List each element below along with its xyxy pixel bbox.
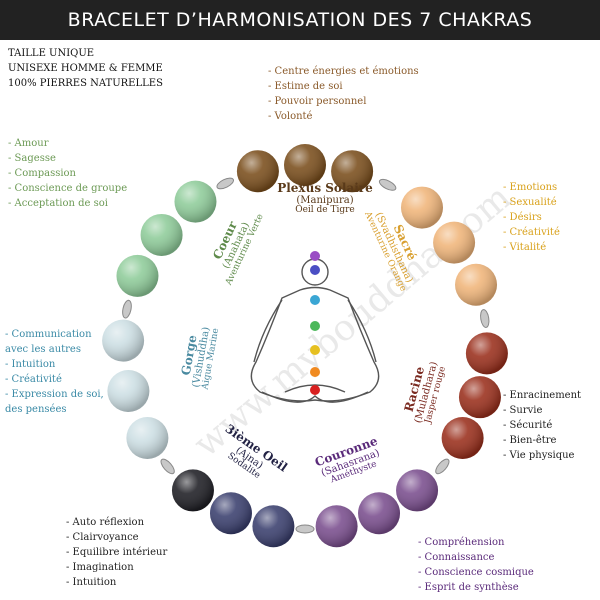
bead-highlight <box>455 263 498 306</box>
sacre-list-item: - Sexualité <box>503 197 557 208</box>
couronne-list-item: - Conscience cosmique <box>418 567 534 578</box>
product-info: TAILLE UNIQUE UNISEXE HOMME & FEMME 100%… <box>8 46 163 91</box>
coeur-list-item: - Conscience de groupe <box>8 183 128 194</box>
gorge-list-item: avec les autres <box>5 344 81 355</box>
bead-highlight <box>458 376 501 419</box>
coeur-list-item: - Sagesse <box>8 153 56 164</box>
plexus-list-item: - Estime de soi <box>268 81 343 92</box>
racine-list-item: - Enracinement <box>503 390 582 401</box>
plexus-list-item: - Pouvoir personnel <box>268 96 367 107</box>
bead-highlight <box>102 319 145 362</box>
chakra-throat-dot <box>310 295 320 305</box>
bead-highlight <box>171 469 214 512</box>
list-oeil: - Auto réflexion - Clairvoyance - Equilibr… <box>66 515 167 590</box>
racine-list-item: - Survie <box>503 405 543 416</box>
plexus-name: Plexus Solaire <box>277 181 373 195</box>
list-couronne: - Compréhension - Connaissance - Conscienc… <box>418 535 534 595</box>
bead-highlight <box>107 370 150 413</box>
bead-highlight <box>284 144 326 186</box>
gorge-list-item: - Créativité <box>5 374 62 385</box>
bead-highlight <box>252 505 295 548</box>
bead-highlight <box>209 492 252 535</box>
bead-highlight <box>396 469 439 512</box>
title-banner: BRACELET D’HARMONISATION DES 7 CHAKRAS <box>0 0 600 40</box>
racine-list-item: - Vie physique <box>503 450 575 461</box>
oeil-list-item: - Equilibre intérieur <box>66 547 168 558</box>
list-gorge: - Communication avec les autres - Intuitio… <box>5 327 104 417</box>
plexus-stone: Oeil de Tigre <box>295 205 355 216</box>
coeur-list-item: - Amour <box>8 138 49 149</box>
spacer-ring <box>378 178 397 191</box>
chakra-heart-dot <box>310 321 320 331</box>
info-size: TAILLE UNIQUE <box>8 48 95 59</box>
sacre-list-item: - Créativité <box>503 227 560 238</box>
spacer-ring <box>295 524 315 534</box>
sacre-list-item: - Vitalité <box>503 242 547 253</box>
couronne-list-item: - Compréhension <box>418 537 505 548</box>
bead-highlight <box>126 417 169 459</box>
chakra-root-dot <box>310 385 320 395</box>
bead-highlight <box>358 492 401 535</box>
meditating-figure <box>250 251 380 403</box>
banner-title: BRACELET D’HARMONISATION DES 7 CHAKRAS <box>67 9 533 31</box>
bead-highlight <box>315 505 358 548</box>
bead-highlight <box>140 213 183 256</box>
spacer-ring <box>480 309 490 328</box>
chakra-label-plexus: Plexus Solaire (Manipura) Oeil de Tigre <box>275 181 375 216</box>
bead-highlight <box>433 221 476 264</box>
list-coeur: - Amour - Sagesse - Compassion - Conscience… <box>8 136 127 211</box>
racine-list-item: - Bien-être <box>503 435 557 446</box>
chakra-crown-dot <box>310 251 320 261</box>
info-material: 100% PIERRES NATURELLES <box>8 78 163 89</box>
info-gender: UNISEXE HOMME & FEMME <box>8 63 163 74</box>
list-sacre: - Emotions - Sexualité - Désirs - Créativit… <box>503 180 560 255</box>
oeil-list-item: - Clairvoyance <box>66 532 139 543</box>
bead-highlight <box>331 150 374 193</box>
plexus-list-item: - Volonté <box>268 111 313 122</box>
plexus-sanskrit: (Manipura) <box>296 195 354 207</box>
spacer-ring <box>216 177 234 190</box>
coeur-list-item: - Compassion <box>8 168 76 179</box>
oeil-list-item: - Auto réflexion <box>66 517 145 528</box>
plexus-list-item: - Centre énergies et émotions <box>268 66 419 77</box>
gorge-list-item: des pensées <box>5 404 67 415</box>
couronne-list-item: - Esprit de synthèse <box>418 582 519 593</box>
oeil-list-item: - Imagination <box>66 562 134 573</box>
gorge-list-item: - Intuition <box>5 359 56 370</box>
bead-ring <box>102 144 508 548</box>
sacre-list-item: - Désirs <box>503 212 542 223</box>
figure-arms <box>253 299 377 363</box>
gorge-list-item: - Communication <box>5 329 92 340</box>
sacre-list-item: - Emotions <box>503 182 558 193</box>
list-racine: - Enracinement - Survie - Sécurité - Bien-ê… <box>503 388 581 463</box>
chakra-sacral-dot <box>310 367 320 377</box>
chakra-third-eye-dot <box>310 265 320 275</box>
couronne-list-item: - Connaissance <box>418 552 495 563</box>
spacer-ring <box>435 458 450 475</box>
gorge-list-item: - Expression de soi, <box>5 389 104 400</box>
spacer-ring <box>122 299 132 319</box>
chakra-solar-dot <box>310 345 320 355</box>
bead-highlight <box>400 186 443 229</box>
bead-highlight <box>441 417 484 459</box>
coeur-list-item: - Acceptation de soi <box>8 198 108 209</box>
bead-highlight <box>174 180 217 223</box>
bead-highlight <box>236 150 279 193</box>
bead-highlight <box>116 254 159 297</box>
racine-list-item: - Sécurité <box>503 420 553 431</box>
bead-highlight <box>465 332 508 375</box>
list-plexus: - Centre énergies et émotions - Estime de… <box>268 64 419 124</box>
oeil-list-item: - Intuition <box>66 577 117 588</box>
spacer-ring <box>160 458 175 475</box>
